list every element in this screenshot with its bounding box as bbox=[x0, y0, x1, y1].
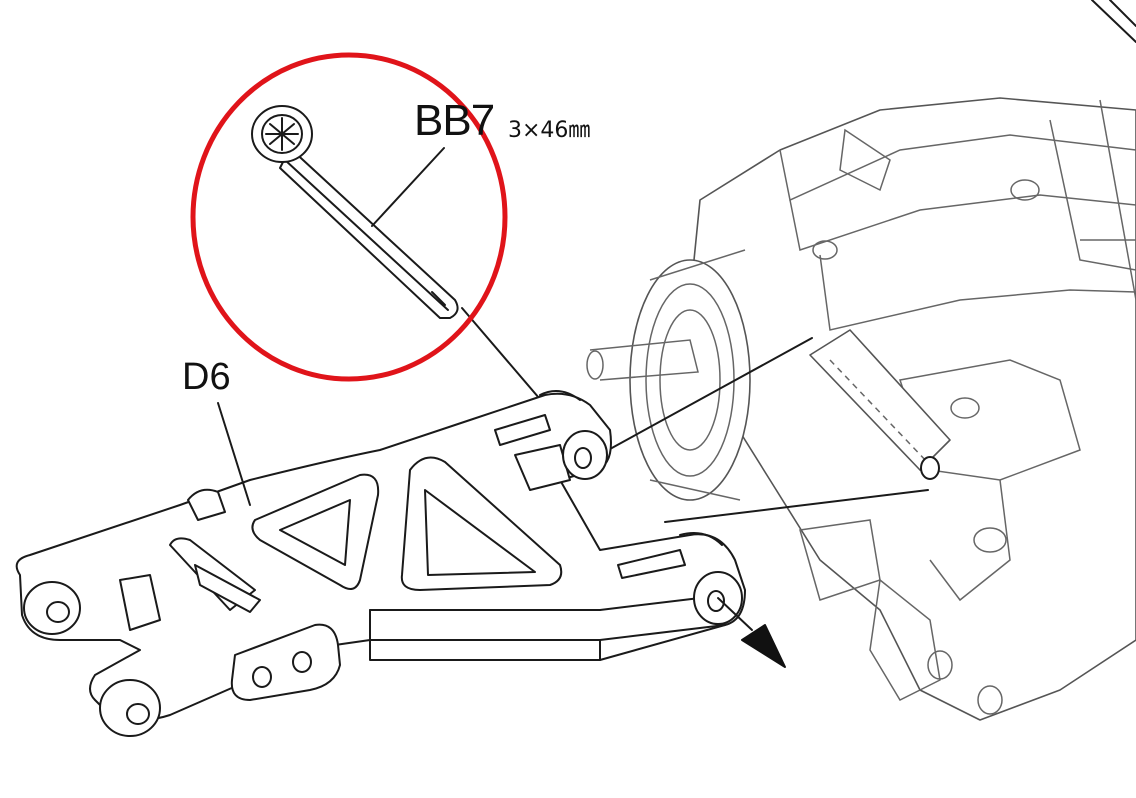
pin-size-label: 3×46㎜ bbox=[508, 118, 591, 143]
pin-part-code: BB7 bbox=[414, 96, 495, 145]
alignment-lines bbox=[461, 307, 929, 523]
arm-leader-line bbox=[217, 402, 251, 506]
callout-circle bbox=[190, 52, 508, 382]
suspension-arm bbox=[15, 390, 746, 737]
hinge-pin bbox=[251, 105, 459, 319]
differential-housing bbox=[586, 249, 751, 501]
frame-corner bbox=[1091, 0, 1136, 43]
arm-part-code: D6 bbox=[182, 356, 231, 398]
rear-mount-block bbox=[809, 329, 951, 480]
arrow-down-right-icon bbox=[717, 597, 786, 668]
